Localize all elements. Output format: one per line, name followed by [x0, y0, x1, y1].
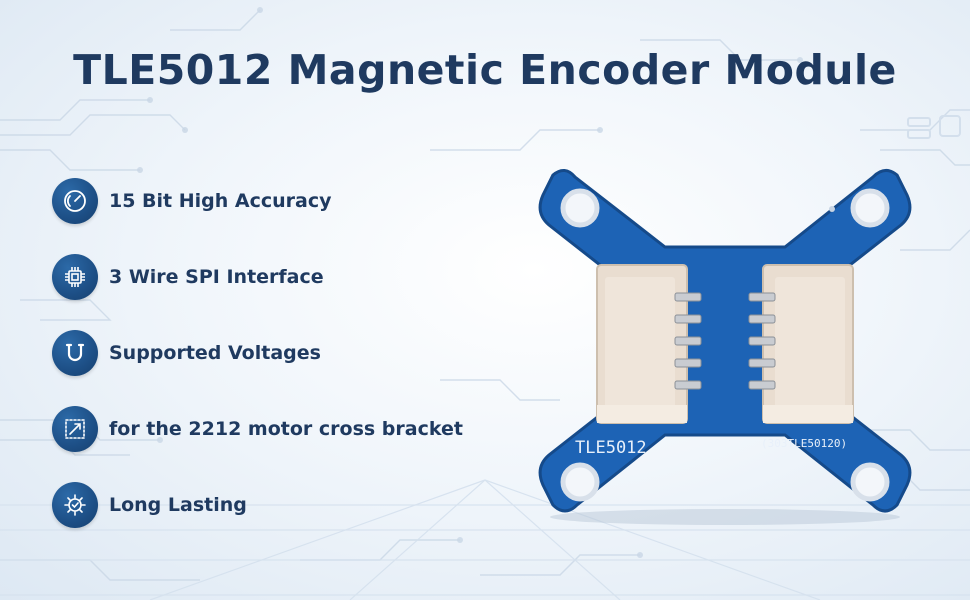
feature-label: 3 Wire SPI Interface: [109, 266, 324, 288]
page-title: TLE5012 Magnetic Encoder Module: [73, 46, 897, 94]
feature-item: Long Lasting: [52, 482, 247, 528]
silkscreen-part-number: (303TLE50120): [761, 437, 847, 450]
gauge-icon: [52, 178, 98, 224]
connector-pins: [674, 292, 776, 390]
mounting-hole: [560, 188, 890, 502]
expand-icon: [52, 406, 98, 452]
feature-label: 15 Bit High Accuracy: [109, 190, 332, 212]
feature-item: for the 2212 motor cross bracket: [52, 406, 463, 452]
gear-check-icon: [52, 482, 98, 528]
feature-label: Supported Voltages: [109, 342, 321, 364]
chip-icon: [52, 254, 98, 300]
pcb-body: [538, 169, 912, 513]
feature-label: Long Lasting: [109, 494, 247, 516]
feature-item: 3 Wire SPI Interface: [52, 254, 324, 300]
feature-item: Supported Voltages: [52, 330, 321, 376]
feature-label: for the 2212 motor cross bracket: [109, 418, 463, 440]
right-connector: [762, 264, 854, 424]
magnet-icon: [52, 330, 98, 376]
left-connector: [596, 264, 688, 424]
encoder-board: TLE5012 (303TLE50120): [538, 169, 912, 525]
feature-item: 15 Bit High Accuracy: [52, 178, 332, 224]
silkscreen-model: TLE5012: [575, 438, 647, 458]
